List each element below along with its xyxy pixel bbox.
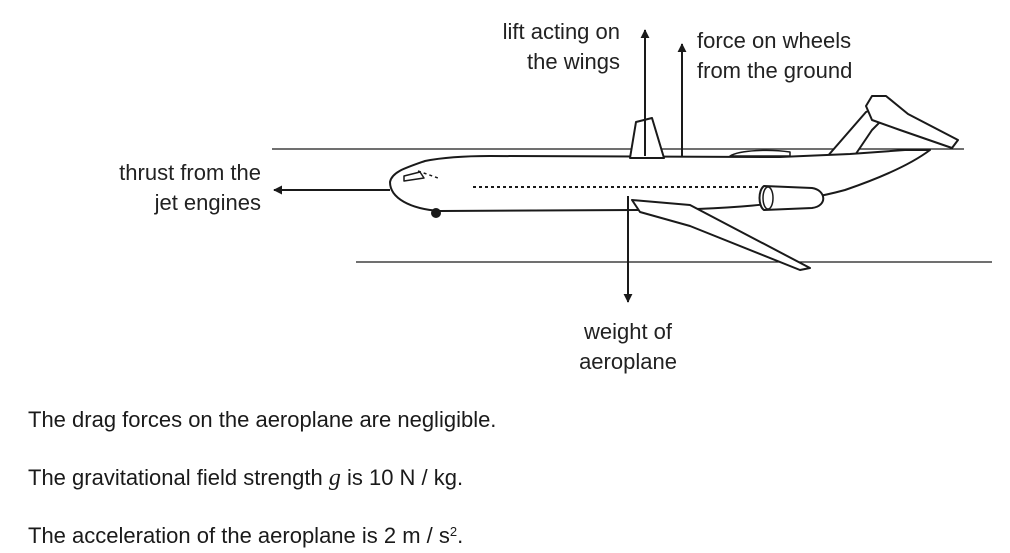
thrust-label-line1: thrust from the — [119, 160, 261, 185]
weight-label: weight of aeroplane — [558, 317, 698, 377]
gravity-symbol: g — [328, 465, 341, 491]
acceleration-statement: The acceleration of the aeroplane is 2 m… — [28, 522, 463, 550]
wheel-force-label-line1: force on wheels — [697, 28, 852, 53]
lift-label: lift acting on the wings — [503, 17, 620, 77]
cockpit-window — [403, 171, 425, 182]
thrust-label-line2: jet engines — [154, 190, 261, 215]
aeroplane — [389, 95, 959, 271]
weight-label-line2: aeroplane — [579, 349, 677, 374]
engine-nacelle — [758, 185, 825, 211]
rear-cowling — [729, 149, 791, 157]
thrust-label: thrust from the jet engines — [119, 158, 261, 218]
engine-intake — [762, 186, 774, 210]
weight-label-line1: weight of — [583, 319, 673, 344]
wheel-force-label: force on wheels from the ground — [697, 26, 852, 86]
gravity-statement-prefix: The gravitational field strength — [28, 465, 329, 490]
acceleration-statement-prefix: The acceleration of the aeroplane is 2 m… — [28, 523, 450, 548]
lift-label-line2: the wings — [527, 49, 620, 74]
aeroplane-force-diagram — [272, 29, 992, 303]
gravity-statement-suffix: is 10 N / kg. — [340, 465, 464, 490]
near-wing — [631, 199, 811, 271]
nose-wheel — [431, 208, 441, 218]
acceleration-statement-suffix: . — [457, 523, 464, 548]
drag-statement: The drag forces on the aeroplane are neg… — [28, 407, 497, 432]
far-wing — [629, 117, 665, 159]
acceleration-exponent: 2 — [449, 524, 458, 539]
lift-label-line1: lift acting on — [502, 19, 620, 44]
gravity-statement: The gravitational field strength g is 10… — [28, 464, 463, 492]
wheel-force-label-line2: from the ground — [697, 58, 853, 83]
tail-stabiliser — [865, 95, 959, 149]
